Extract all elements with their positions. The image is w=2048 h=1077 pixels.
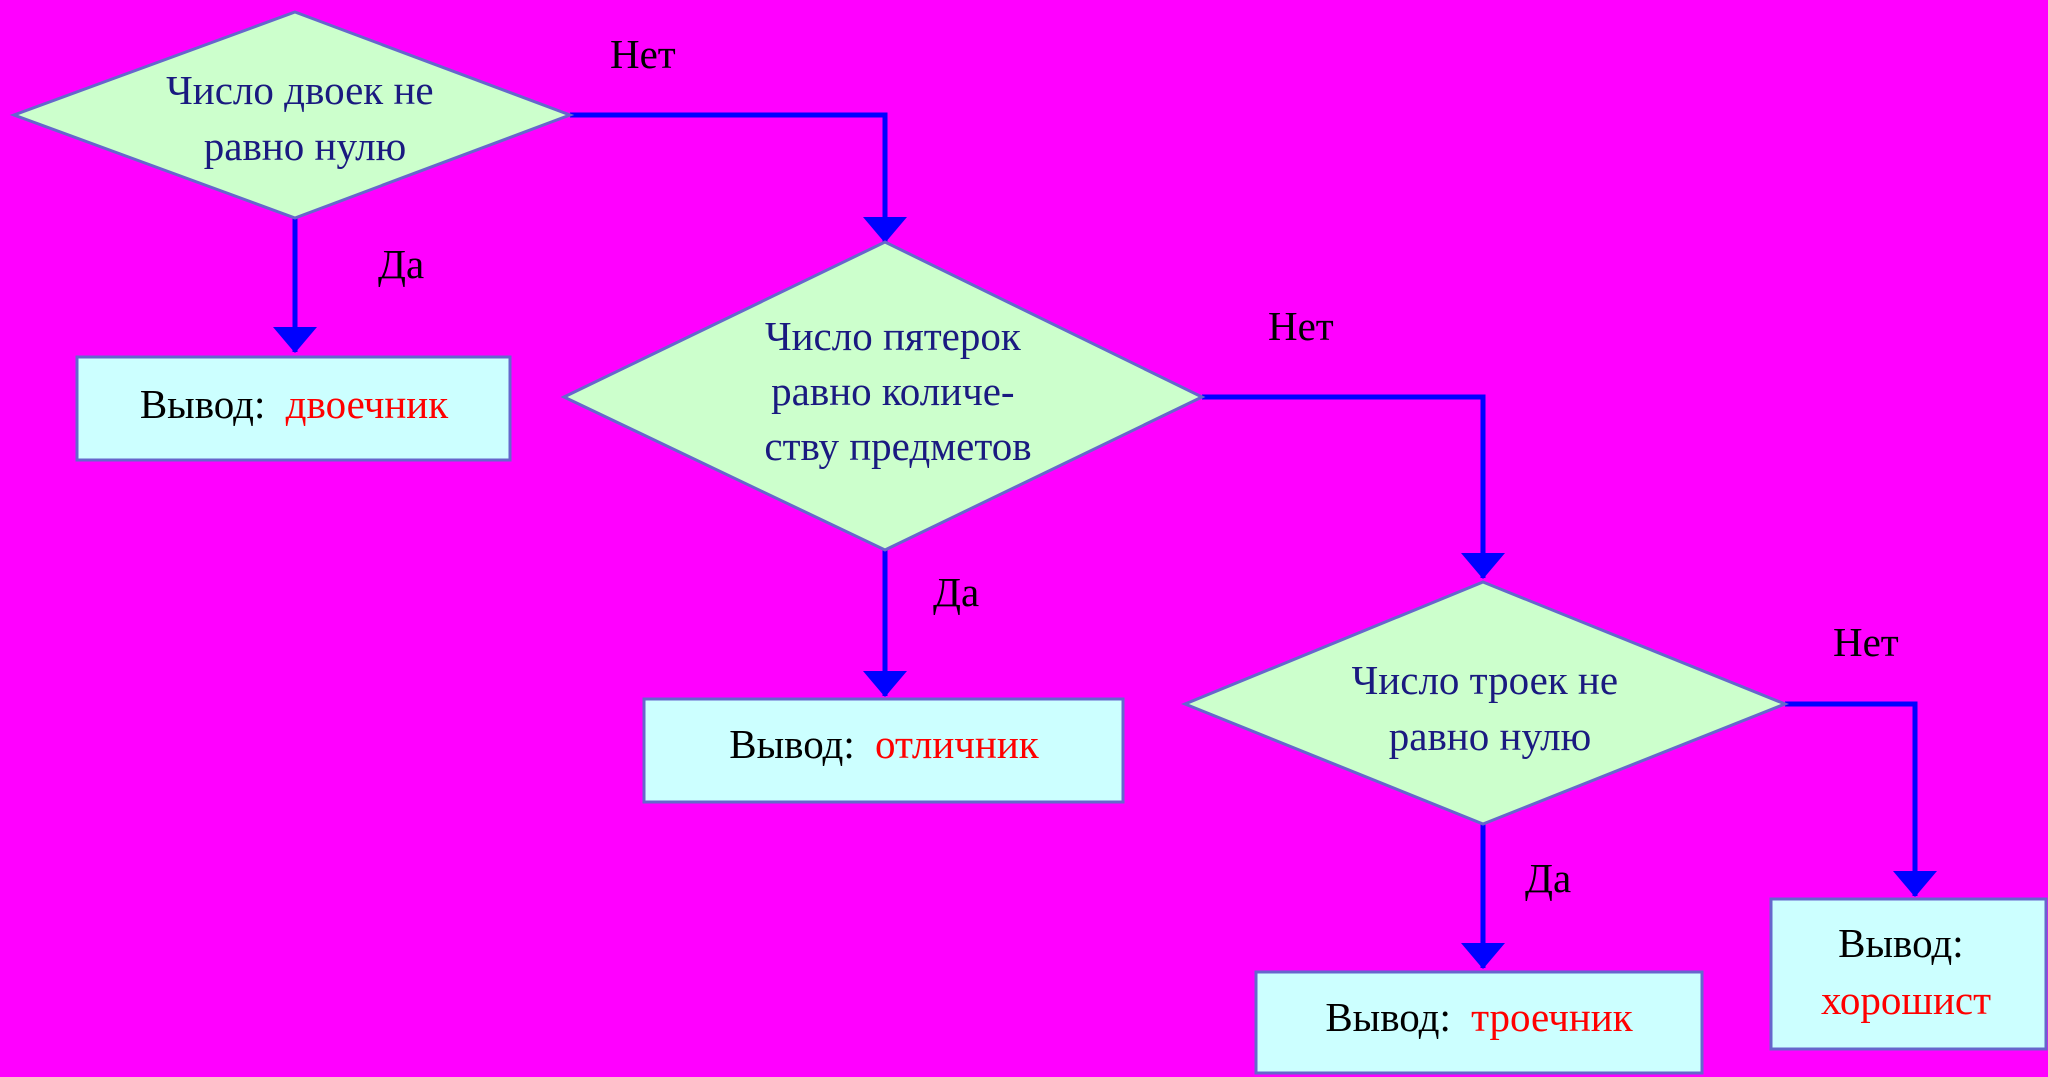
output-result: двоечник [286, 381, 449, 427]
output-prefix: Вывод: [729, 721, 855, 767]
decision-line: равно нулю [1389, 713, 1591, 759]
branch-labels: Да Нет Да Нет Да Нет [378, 31, 1899, 901]
decision-diamond [1181, 580, 1790, 826]
decision-line: равно нулю [204, 123, 406, 169]
output-box [75, 355, 512, 462]
output-box [1254, 970, 1704, 1075]
label-no: Нет [1268, 303, 1334, 349]
output-dvoechnik: Вывод: двоечник [75, 355, 512, 462]
output-text: Вывод: двоечник [140, 381, 448, 427]
output-text: Вывод: хорошист [1821, 920, 1991, 1023]
output-result: троечник [1471, 994, 1633, 1040]
label-yes: Да [378, 241, 424, 287]
arrow-d2-no [1202, 394, 1505, 579]
decision-text: Число троек не равно нулю [1352, 657, 1629, 759]
label-yes: Да [933, 569, 979, 615]
decision-text: Число пятерок равно количе- ству предмет… [764, 313, 1031, 469]
output-otlichnik: Вывод: отличник [642, 697, 1125, 804]
decision-line: Число троек не [1352, 657, 1618, 703]
output-result: отличник [875, 721, 1039, 767]
decision-fives-equal-subjects: Число пятерок равно количе- ству предмет… [560, 240, 1206, 552]
output-prefix: Вывод: [140, 381, 266, 427]
decision-diamond [9, 10, 575, 220]
output-text: Вывод: троечник [1325, 994, 1632, 1040]
arrow-d3-no [1785, 701, 1937, 897]
output-prefix: Вывод: [1325, 994, 1451, 1040]
decision-twos-not-zero: Число двоек не равно нулю [9, 10, 575, 220]
decision-text: Число двоек не равно нулю [166, 67, 444, 169]
output-troechnik: Вывод: троечник [1254, 970, 1704, 1075]
label-yes: Да [1525, 855, 1571, 901]
arrow-d1-no [570, 112, 907, 243]
label-no: Нет [1833, 619, 1899, 665]
decision-threes-not-zero: Число троек не равно нулю [1181, 580, 1790, 826]
output-text: Вывод: отличник [729, 721, 1039, 767]
decision-diamond [560, 240, 1206, 552]
output-prefix: Вывод: [1838, 920, 1964, 966]
output-box [642, 697, 1125, 804]
label-no: Нет [610, 31, 676, 77]
decision-line: ству предметов [764, 423, 1031, 469]
connectors [273, 112, 1937, 969]
output-result: хорошист [1821, 977, 1991, 1023]
output-box [1769, 897, 2048, 1051]
decision-line: равно количе- [771, 368, 1014, 414]
decision-line: Число двоек не [166, 67, 433, 113]
output-khoroshist: Вывод: хорошист [1769, 897, 2048, 1051]
decision-line: Число пятерок [765, 313, 1021, 359]
